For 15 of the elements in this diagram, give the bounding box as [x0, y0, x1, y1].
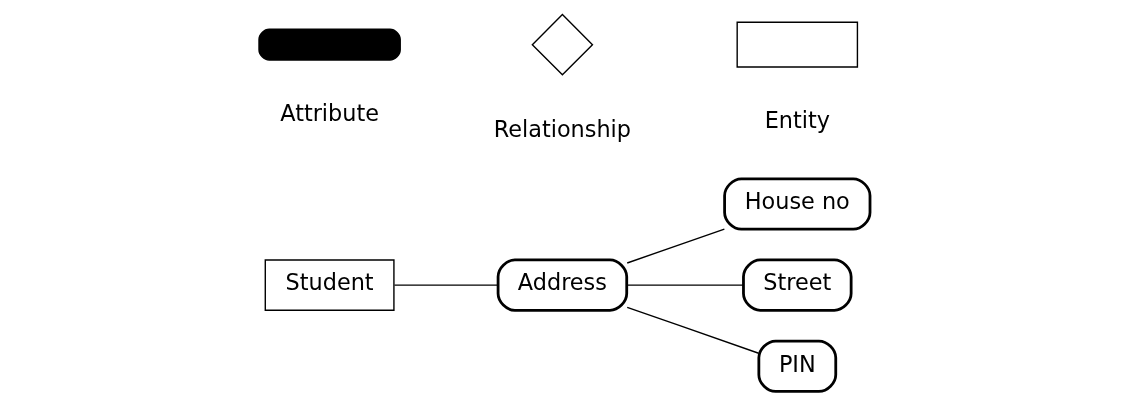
node-label: Attribute	[279, 99, 379, 126]
node-box: Student	[264, 258, 395, 311]
node-box: Street	[741, 258, 853, 312]
node-label: Entity	[764, 106, 830, 133]
node-bar	[257, 28, 401, 61]
node-box: PIN	[756, 339, 837, 393]
node-box: Address	[496, 258, 628, 312]
node-label: Relationship	[493, 115, 631, 142]
node-diamond	[530, 13, 593, 76]
node-box: House no	[722, 177, 871, 231]
connector	[626, 306, 759, 354]
connector	[393, 283, 498, 286]
node-box	[735, 21, 858, 68]
connector	[626, 227, 725, 264]
connector	[626, 283, 744, 286]
